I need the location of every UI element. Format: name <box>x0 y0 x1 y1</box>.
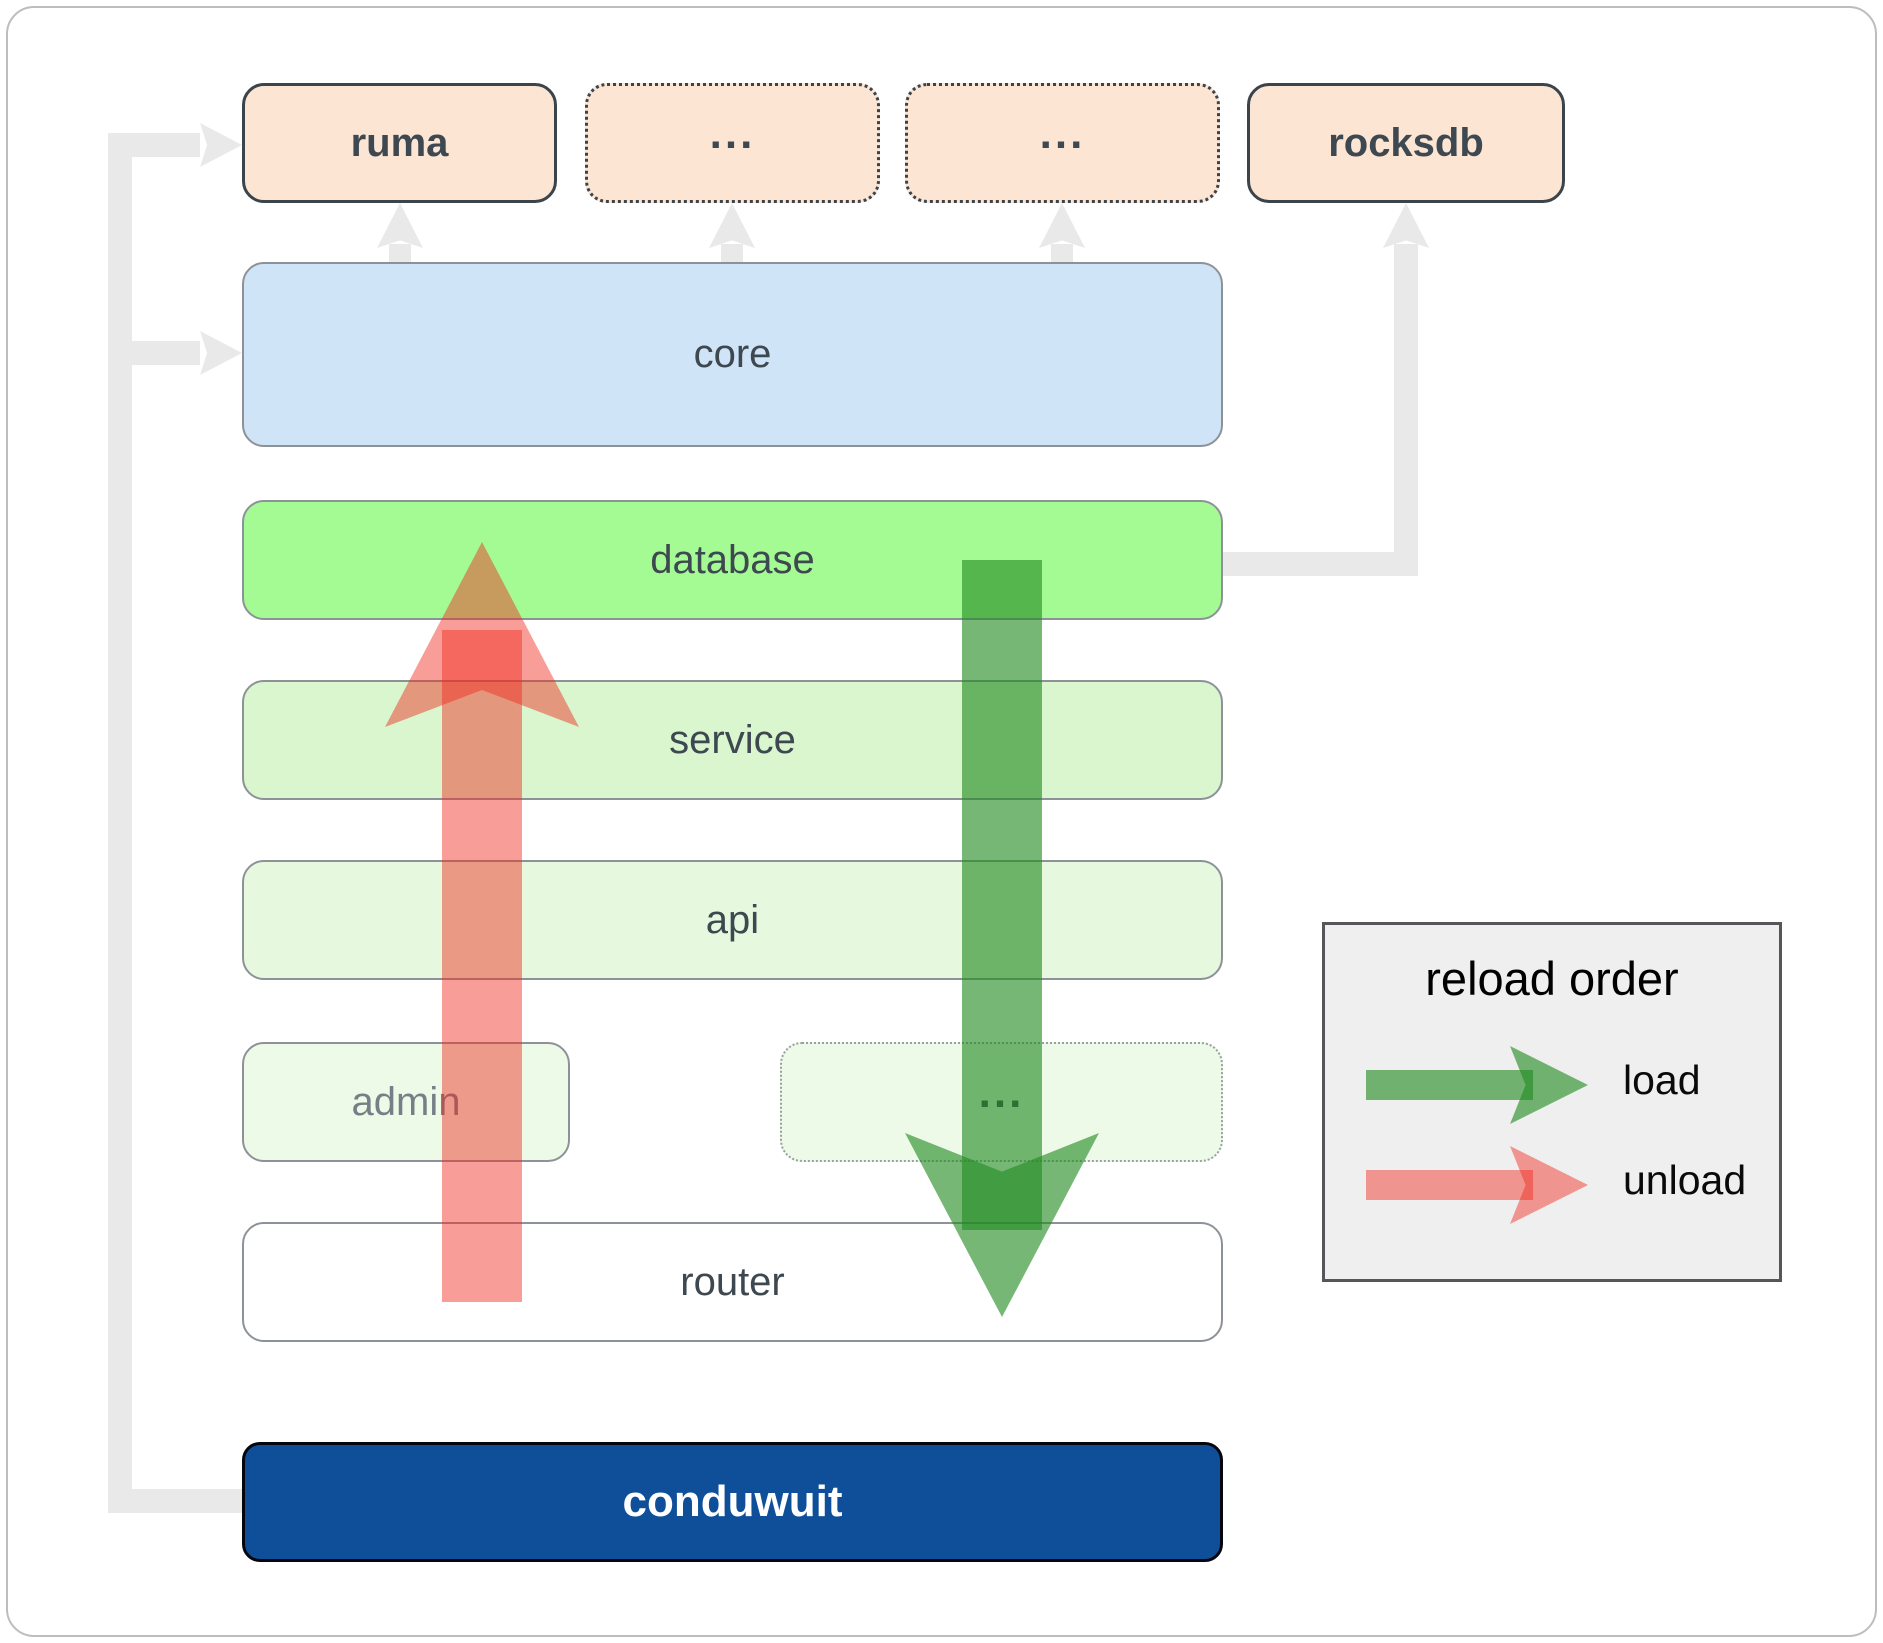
node-router: router <box>242 1222 1223 1342</box>
legend: reload order load unload <box>1322 922 1782 1282</box>
node-label: ... <box>709 109 756 158</box>
load-arrow-shaft <box>1366 1070 1533 1100</box>
node-core: core <box>242 262 1223 447</box>
connector-to-ruma <box>108 133 200 157</box>
node-label: rocksdb <box>1328 120 1484 165</box>
unload-arrow-shaft <box>1366 1170 1533 1200</box>
node-label: ... <box>1039 109 1086 158</box>
node-api: api <box>242 860 1223 980</box>
core-to-ellipsis1-line <box>721 244 743 262</box>
legend-title: reload order <box>1425 952 1679 1005</box>
database-to-rocksdb-line <box>1394 244 1418 576</box>
node-label: service <box>669 717 796 762</box>
unload-arrow-shaft <box>442 630 522 1302</box>
database-to-rocksdb-line <box>1223 552 1418 576</box>
node-ruma: ruma <box>242 83 557 203</box>
node-service: service <box>242 680 1223 800</box>
connector-to-core <box>108 341 200 365</box>
node-rocksdb: rocksdb <box>1247 83 1565 203</box>
load-arrow-shaft <box>962 560 1042 1230</box>
core-to-ellipsis2-line <box>1051 244 1073 262</box>
node-label: admin <box>351 1079 461 1124</box>
node-label: router <box>680 1259 785 1304</box>
conduwuit-feedback-line <box>108 133 132 1513</box>
node-label: ruma <box>350 120 449 165</box>
node-database: database <box>242 500 1223 620</box>
node-conduwuit: conduwuit <box>242 1442 1223 1562</box>
connector-from-conduwuit <box>108 1489 242 1513</box>
node-label: conduwuit <box>622 1477 843 1526</box>
core-to-ruma-line <box>389 244 411 262</box>
node-label: database <box>650 537 815 582</box>
node-ellipsis-1: ... <box>585 83 880 203</box>
node-admin: admin <box>242 1042 570 1162</box>
legend-unload-label: unload <box>1623 1157 1747 1203</box>
node-label: api <box>705 897 760 942</box>
diagram-frame <box>6 6 1877 1637</box>
node-ellipsis-2: ... <box>905 83 1220 203</box>
node-label: core <box>693 332 772 376</box>
legend-load-label: load <box>1623 1057 1701 1103</box>
